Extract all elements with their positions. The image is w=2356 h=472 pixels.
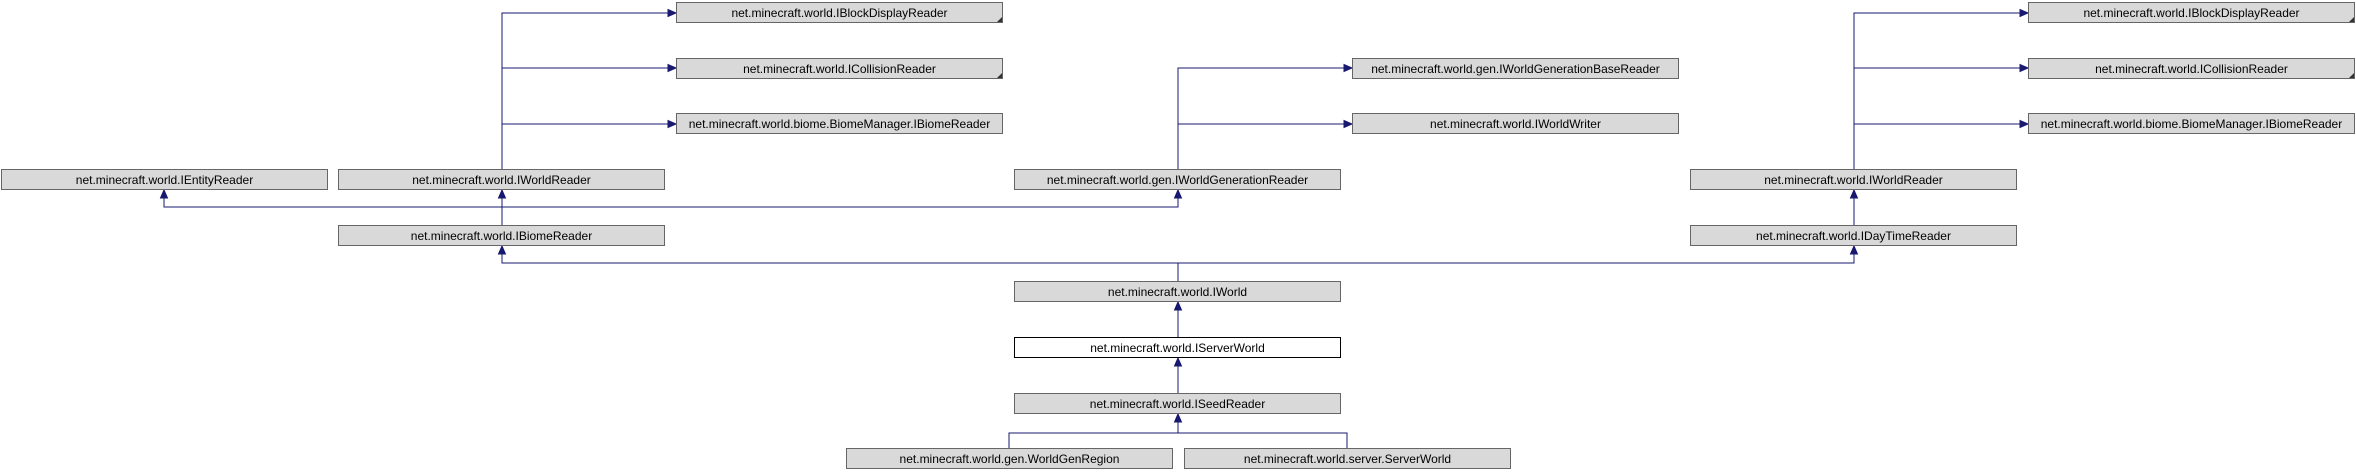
class-node-box	[1184, 448, 1511, 469]
inheritance-arrow-icon	[2019, 119, 2030, 129]
truncated-corner-icon	[2349, 73, 2354, 78]
class-name-label: net.minecraft.world.IDayTimeReader	[1756, 229, 1951, 243]
inheritance-arrow-icon	[1849, 244, 1859, 255]
inheritance-arrow-icon	[2019, 63, 2030, 73]
class-node-server: net.minecraft.world.IServerWorld	[1014, 337, 1341, 358]
class-node-box	[338, 225, 665, 246]
class-name-label: net.minecraft.world.ISeedReader	[1090, 397, 1265, 411]
class-node-box	[1, 169, 328, 190]
class-node-wr-left[interactable]: net.minecraft.world.IWorldReader	[338, 169, 665, 190]
inheritance-arrow-icon	[667, 119, 678, 129]
class-node-daytime[interactable]: net.minecraft.world.IDayTimeReader	[1690, 225, 2017, 246]
inheritance-arrow-icon	[1343, 63, 1354, 73]
class-node-bm-right[interactable]: net.minecraft.world.biome.BiomeManager.I…	[2028, 113, 2355, 134]
inheritance-arrow-icon	[667, 63, 678, 73]
class-node-box	[1690, 169, 2017, 190]
class-node-coll-right[interactable]: net.minecraft.world.ICollisionReader	[2028, 58, 2355, 79]
class-name-label: net.minecraft.world.IWorldWriter	[1430, 117, 1601, 131]
class-node-bdr-left[interactable]: net.minecraft.world.IBlockDisplayReader	[676, 2, 1003, 23]
class-node-wr-right[interactable]: net.minecraft.world.IWorldReader	[1690, 169, 2017, 190]
class-node-iworld[interactable]: net.minecraft.world.IWorld	[1014, 281, 1341, 302]
inheritance-arrow-icon	[1343, 119, 1354, 129]
class-name-label: net.minecraft.world.gen.IWorldGeneration…	[1047, 173, 1308, 187]
class-node-seed[interactable]: net.minecraft.world.ISeedReader	[1014, 393, 1341, 414]
class-node-box	[1014, 281, 1341, 302]
inheritance-arrow-icon	[1173, 412, 1183, 423]
class-name-label: net.minecraft.world.IBiomeReader	[411, 229, 592, 243]
class-node-bm-left[interactable]: net.minecraft.world.biome.BiomeManager.I…	[676, 113, 1003, 134]
class-node-wgregion[interactable]: net.minecraft.world.gen.WorldGenRegion	[846, 448, 1173, 469]
class-node-box	[1014, 393, 1341, 414]
class-name-label: net.minecraft.world.IBlockDisplayReader	[731, 6, 947, 20]
class-node-box	[1352, 113, 1679, 134]
inheritance-arrow-icon	[1173, 188, 1183, 199]
class-name-label: net.minecraft.world.IWorld	[1108, 285, 1247, 299]
edge-wgr-to-wgbr	[1177, 67, 1344, 169]
edge-iworld-to-biome	[501, 254, 1179, 281]
class-node-box	[1690, 225, 2017, 246]
class-node-wgbr[interactable]: net.minecraft.world.gen.IWorldGeneration…	[1352, 58, 1679, 79]
class-name-label: net.minecraft.world.gen.IWorldGeneration…	[1371, 62, 1660, 76]
class-name-label: net.minecraft.world.IEntityReader	[76, 173, 253, 187]
class-node-ww[interactable]: net.minecraft.world.IWorldWriter	[1352, 113, 1679, 134]
class-name-label: net.minecraft.world.biome.BiomeManager.I…	[689, 117, 990, 131]
class-node-serverworld[interactable]: net.minecraft.world.server.ServerWorld	[1184, 448, 1511, 469]
edge-implementations-join	[1008, 432, 1348, 448]
class-name-label: net.minecraft.world.ICollisionReader	[2095, 62, 2288, 76]
inheritance-arrow-icon	[1849, 188, 1859, 199]
class-node-box	[846, 448, 1173, 469]
inheritance-edges	[159, 8, 2030, 448]
class-node-box	[2028, 58, 2355, 79]
class-name-label: net.minecraft.world.IServerWorld	[1090, 341, 1265, 355]
truncated-corner-icon	[997, 17, 1002, 22]
class-node-box	[676, 2, 1003, 23]
truncated-corner-icon	[2349, 17, 2354, 22]
inheritance-arrow-icon	[1173, 356, 1183, 367]
class-node-box	[338, 169, 665, 190]
class-node-box	[1014, 337, 1341, 358]
inheritance-arrow-icon	[159, 188, 169, 199]
inheritance-arrow-icon	[497, 244, 507, 255]
class-name-label: net.minecraft.world.IBlockDisplayReader	[2083, 6, 2299, 20]
class-node-box	[676, 113, 1003, 134]
edge-worldreader-left-to-blockdisplay	[501, 12, 668, 169]
class-name-label: net.minecraft.world.gen.WorldGenRegion	[900, 452, 1120, 466]
class-node-box	[1352, 58, 1679, 79]
inheritance-arrow-icon	[497, 188, 507, 199]
class-node-wgr[interactable]: net.minecraft.world.gen.IWorldGeneration…	[1014, 169, 1341, 190]
inheritance-arrow-icon	[667, 8, 678, 18]
class-node-box	[1014, 169, 1341, 190]
class-node-entity[interactable]: net.minecraft.world.IEntityReader	[1, 169, 328, 190]
class-node-box	[2028, 2, 2355, 23]
class-name-label: net.minecraft.world.IWorldReader	[412, 173, 591, 187]
edge-worldreader-right-to-blockdisplay	[1853, 12, 2020, 169]
inheritance-arrow-icon	[2019, 8, 2030, 18]
class-node-box	[676, 58, 1003, 79]
class-name-label: net.minecraft.world.ICollisionReader	[743, 62, 936, 76]
inheritance-arrow-icon	[1173, 300, 1183, 311]
truncated-corner-icon	[997, 73, 1002, 78]
class-node-box	[2028, 113, 2355, 134]
edge-biome-to-entity	[163, 198, 503, 225]
edge-biome-to-wgr	[502, 198, 1179, 208]
class-name-label: net.minecraft.world.IWorldReader	[1764, 173, 1943, 187]
edge-iworld-to-daytime	[1178, 254, 1855, 264]
class-node-biome[interactable]: net.minecraft.world.IBiomeReader	[338, 225, 665, 246]
class-node-coll-left[interactable]: net.minecraft.world.ICollisionReader	[676, 58, 1003, 79]
class-name-label: net.minecraft.world.biome.BiomeManager.I…	[2041, 117, 2342, 131]
class-node-bdr-right[interactable]: net.minecraft.world.IBlockDisplayReader	[2028, 2, 2355, 23]
class-name-label: net.minecraft.world.server.ServerWorld	[1244, 452, 1451, 466]
